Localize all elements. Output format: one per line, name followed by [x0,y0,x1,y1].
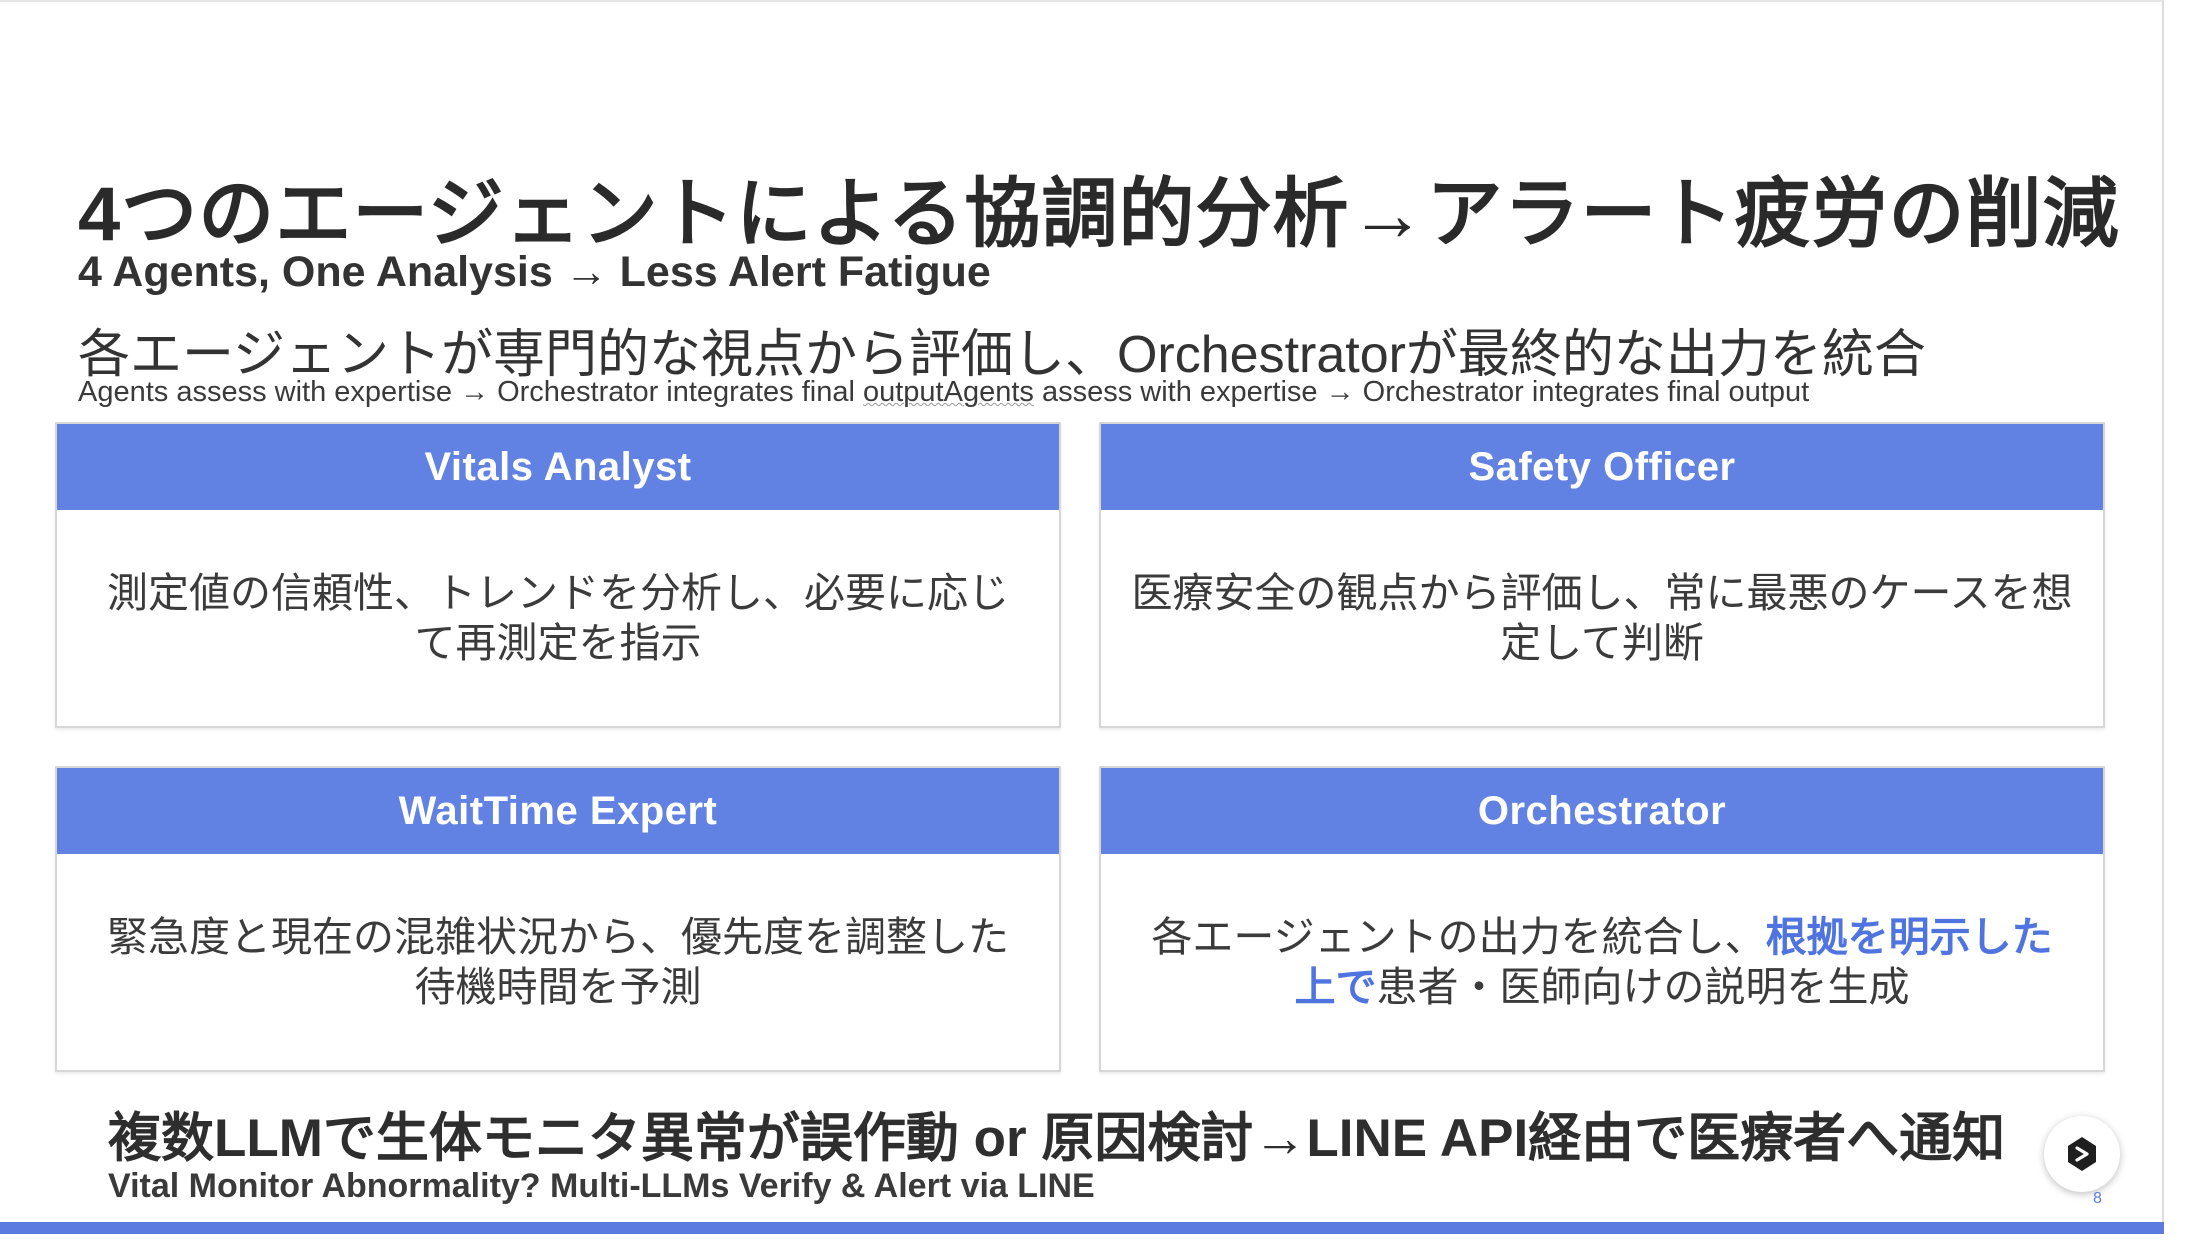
footer-title: 複数LLMで生体モニタ異常が誤作動 or 原因検討→LINE API経由で医療者… [108,1109,2006,1168]
spellcheck-word[interactable]: outputAgents [862,376,1034,408]
card-title: WaitTime Expert [57,768,1059,854]
card-body: 医療安全の観点から評価し、常に最悪のケースを想定して判断 [1131,570,2073,666]
slide-description-en: Agents assess with expertise → Orchestra… [78,376,1809,409]
card-body-text: 各エージェントの出力を統合し、根拠を明示した上で患者・医師向けの説明を生成 [1131,912,2073,1012]
card-title: Safety Officer [1101,424,2103,510]
agent-card-safety: Safety Officer 医療安全の観点から評価し、常に最悪のケースを想定し… [1099,422,2105,728]
card-body: 測定値の信頼性、トレンドを分析し、必要に応じて再測定を指示 [107,570,1009,666]
slide-title: 4つのエージェントによる協調的分析→アラート疲労の削減 [78,172,2120,257]
footer-subtitle: Vital Monitor Abnormality? Multi-LLMs Ve… [108,1167,1095,1205]
card-body-part: 各エージェントの出力を統合し、 [1151,914,1766,960]
gemini-spark-button[interactable] [2044,1116,2120,1192]
card-body-part: 患者・医師向けの説明を生成 [1376,964,1910,1010]
agent-card-orchestrator: Orchestrator 各エージェントの出力を統合し、根拠を明示した上で患者・… [1099,766,2105,1072]
card-body: 各エージェントの出力を統合し、根拠を明示した上で患者・医師向けの説明を生成 [1101,854,2103,1070]
agent-card-waittime: WaitTime Expert 緊急度と現在の混雑状況から、優先度を調整した待機… [55,766,1061,1072]
bottom-accent-bar [0,1222,2164,1234]
slide-description: 各エージェントが専門的な視点から評価し、Orchestratorが最終的な出力を… [78,326,1926,384]
card-title: Vitals Analyst [57,424,1059,510]
desc-en-part: Agents assess with expertise → Orchestra… [78,376,863,408]
agent-card-vitals: Vitals Analyst 測定値の信頼性、トレンドを分析し、必要に応じて再測… [55,422,1061,728]
gemini-spark-icon [2068,1137,2096,1171]
card-title: Orchestrator [1101,768,2103,854]
desc-en-part: assess with expertise → Orchestrator int… [1033,376,1810,408]
card-body: 緊急度と現在の混雑状況から、優先度を調整した待機時間を予測 [107,914,1009,1010]
card-body-highlight: 根拠を明示した上で [1294,914,2053,1010]
slide-subtitle: 4 Agents, One Analysis → Less Alert Fati… [78,248,991,296]
slide: 4つのエージェントによる協調的分析→アラート疲労の削減 4 Agents, On… [0,0,2164,1226]
page-number: 8 [2093,1190,2102,1207]
